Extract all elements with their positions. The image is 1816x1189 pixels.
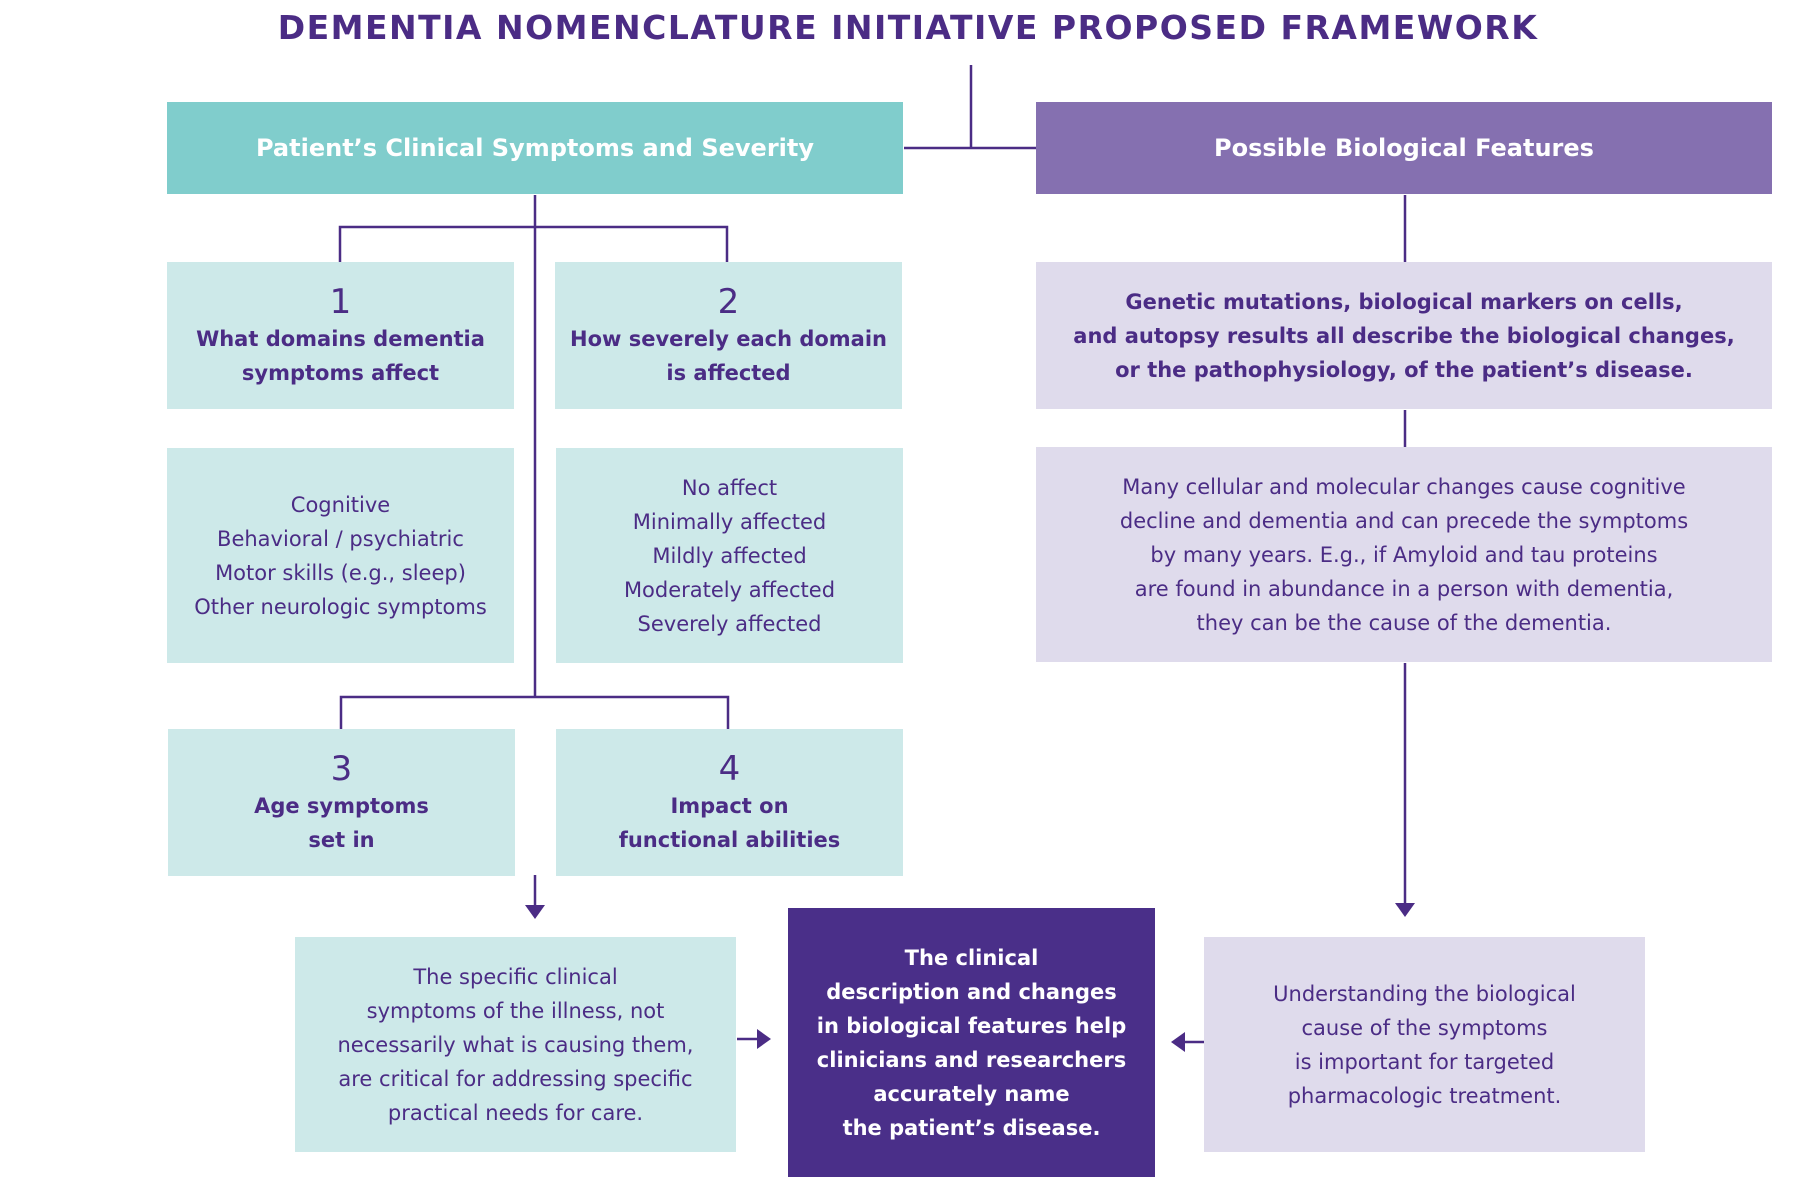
bio-features-line: and autopsy results all describe the bio…	[1073, 323, 1735, 348]
arrow-left-head	[1171, 1032, 1185, 1052]
severity-item: Severely affected	[637, 611, 822, 636]
severity-label-line: is affected	[666, 360, 791, 385]
domain-item: Motor skills (e.g., sleep)	[215, 560, 466, 585]
center-outcome-line: accurately name	[873, 1081, 1070, 1106]
severity-item: Minimally affected	[632, 509, 827, 534]
center-outcome-line: description and changes	[826, 979, 1117, 1004]
bio-changes-line: by many years. E.g., if Amyloid and tau …	[1150, 542, 1658, 567]
bio-features-box: Genetic mutations, biological markers on…	[1036, 262, 1772, 409]
bio-outcome-line: Understanding the biological	[1273, 981, 1576, 1006]
bio-changes-line: decline and dementia and can precede the…	[1119, 508, 1689, 533]
domain-item: Other neurologic symptoms	[194, 594, 487, 619]
age-onset-label-line: set in	[308, 827, 375, 852]
severity-list: No affect Minimally affected Mildly affe…	[556, 448, 903, 663]
functional-impact-label-line: Impact on	[670, 793, 789, 818]
domains-box: 1 What domains dementia symptoms affect	[167, 262, 514, 409]
bio-changes-line: Many cellular and molecular changes caus…	[1122, 474, 1686, 499]
center-outcome-line: the patient’s disease.	[842, 1115, 1101, 1140]
bio-outcome-line: cause of the symptoms	[1301, 1015, 1548, 1040]
branch-bottom	[339, 695, 730, 729]
clinical-header: Patient’s Clinical Symptoms and Severity	[167, 102, 903, 194]
page-title: DEMENTIA NOMENCLATURE INITIATIVE PROPOSE…	[277, 8, 1539, 47]
clinical-outcome-line: are critical for addressing specific	[338, 1066, 693, 1091]
domain-item: Behavioral / psychiatric	[217, 526, 464, 551]
functional-impact-box: 4 Impact on functional abilities	[556, 729, 903, 876]
arrow-down-bio-head	[1395, 903, 1415, 917]
domain-item: Cognitive	[290, 492, 391, 517]
clinical-outcome-line: symptoms of the illness, not	[366, 998, 665, 1023]
bio-outcome-line: pharmacologic treatment.	[1287, 1083, 1562, 1108]
severity-item: Mildly affected	[652, 543, 807, 568]
domains-list: Cognitive Behavioral / psychiatric Motor…	[167, 448, 514, 663]
severity-box: 2 How severely each domain is affected	[555, 262, 902, 409]
severity-number: 2	[717, 281, 740, 322]
clinical-outcome-line: practical needs for care.	[387, 1100, 644, 1125]
biological-header: Possible Biological Features	[1036, 102, 1772, 194]
clinical-outcome-line: necessarily what is causing them,	[337, 1032, 694, 1057]
arrow-right-head	[757, 1029, 771, 1049]
arrow-down-clinical-head	[525, 905, 545, 919]
clinical-outcome-line: The specific clinical	[413, 964, 618, 989]
center-outcome-line: The clinical	[904, 945, 1039, 970]
branch-top	[338, 225, 729, 262]
functional-impact-label-line: functional abilities	[618, 827, 841, 852]
clinical-header-label: Patient’s Clinical Symptoms and Severity	[255, 134, 815, 162]
bio-changes-line: are found in abundance in a person with …	[1134, 576, 1674, 601]
center-outcome-line: clinicians and researchers	[816, 1047, 1127, 1072]
age-onset-number: 3	[330, 748, 353, 789]
age-onset-label-line: Age symptoms	[254, 793, 429, 818]
severity-item: No affect	[681, 475, 778, 500]
center-outcome-line: in biological features help	[816, 1013, 1127, 1038]
domains-label-line: What domains dementia	[196, 326, 485, 351]
functional-impact-number: 4	[718, 748, 741, 789]
severity-label-line: How severely each domain	[570, 326, 887, 351]
bio-features-line: Genetic mutations, biological markers on…	[1125, 289, 1683, 314]
clinical-outcome-box: The specific clinical symptoms of the il…	[295, 937, 736, 1152]
bio-outcome-box: Understanding the biological cause of th…	[1204, 937, 1645, 1152]
age-onset-box: 3 Age symptoms set in	[168, 729, 515, 876]
bio-changes-line: they can be the cause of the dementia.	[1196, 610, 1612, 635]
bio-features-line: or the pathophysiology, of the patient’s…	[1115, 357, 1693, 382]
center-outcome-box: The clinical description and changes in …	[788, 908, 1155, 1177]
domains-number: 1	[329, 281, 352, 322]
severity-item: Moderately affected	[623, 577, 836, 602]
domains-label-line: symptoms affect	[241, 360, 440, 385]
bio-outcome-line: is important for targeted	[1294, 1049, 1555, 1074]
bio-changes-box: Many cellular and molecular changes caus…	[1036, 447, 1772, 662]
biological-header-label: Possible Biological Features	[1214, 134, 1594, 162]
